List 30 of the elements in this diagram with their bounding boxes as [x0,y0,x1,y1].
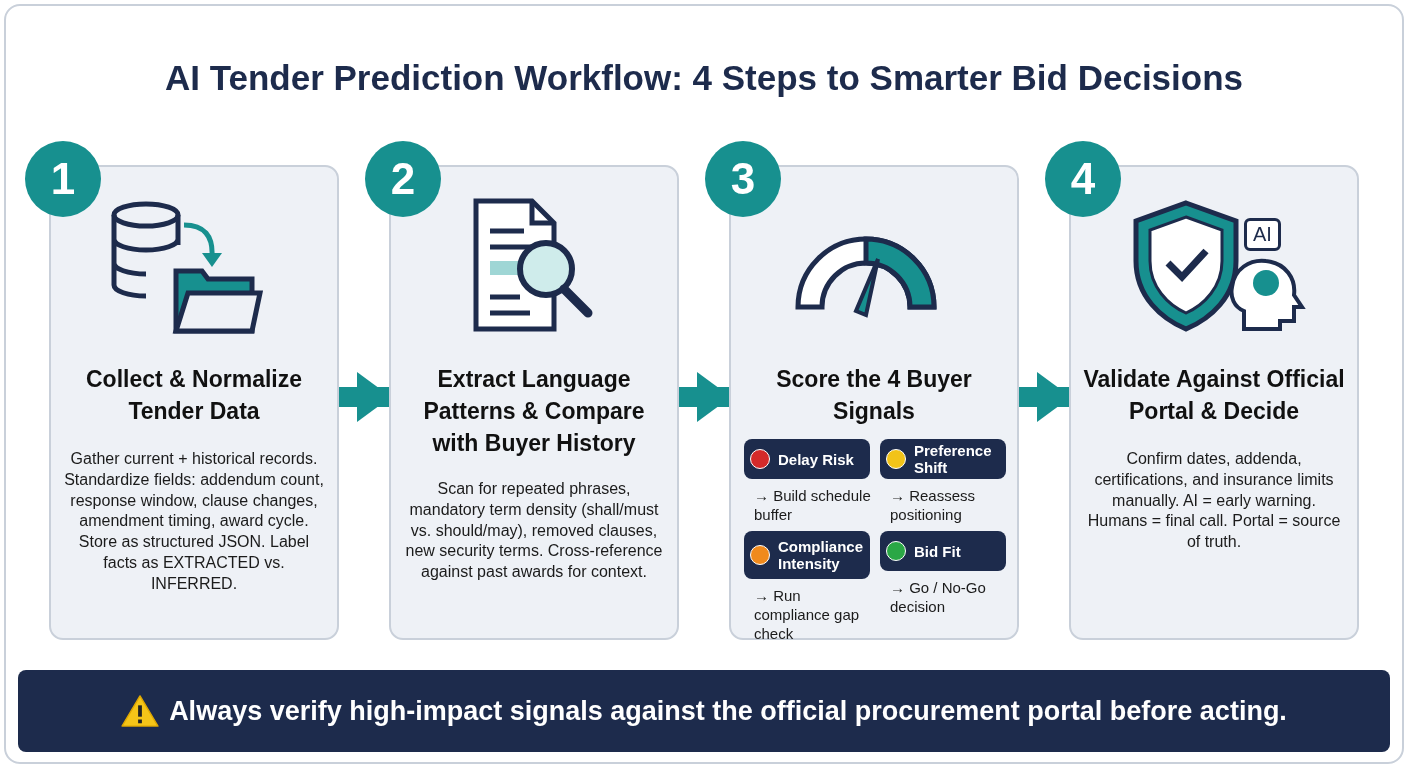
signal-badge [744,439,870,479]
step-description: Confirm dates, addenda, certifications, and insurance limits manually. AI = early warning. Humans = final call. Portal = source of truth. [1086,449,1342,553]
action-text: → Run compliance gap check [754,587,861,644]
step-heading: Score the 4 Buyer Signals [775,365,973,427]
signal-name: Bid Fit [914,542,961,560]
warning-text: Always verify high-impact signals against the official procurement portal before acting. [169,695,1287,727]
action-text: → Go / No-Go decision [890,579,987,617]
arrow [679,372,731,422]
signal-badge [744,531,870,579]
signal-badge [880,439,1006,479]
signal-name: Delay Risk [778,450,854,468]
title: AI Tender Prediction Workflow: 4 Steps to Smarter Bid Decisions [163,58,1245,98]
speech-bubble: AI [1244,218,1281,251]
step-description: Scan for repeated phrases, mandatory term density (shall/must vs. should/may), removed clauses, new security terms. Cross-reference against past awards for context. [404,479,664,583]
step-number-badge: 2 [365,141,441,217]
signal-badge [880,531,1006,571]
step-description: Gather current + historical records. Standardize fields: addendum count, response window, clause changes, amendment timing, award cycle. Store as structured JSON. Label facts as EXTRACTED vs. INFERRED. [63,449,325,594]
action-text: → Reassess positioning [890,487,977,525]
step-heading: Extract Language Patterns & Compare with Buyer History [422,365,646,459]
step-number-badge: 3 [705,141,781,217]
warning-banner [18,670,1390,752]
step-number-badge: 1 [25,141,101,217]
signal-name: Preference Shift [914,442,993,476]
arrow [1019,372,1071,422]
action-text: → Build schedule buffer [754,487,872,525]
step-number-badge: 4 [1045,141,1121,217]
signal-name: Compliance Intensity [778,538,864,572]
step-heading: Collect & Normalize Tender Data [85,365,303,427]
arrow [339,372,391,422]
step-heading: Validate Against Official Portal & Decide [1082,365,1346,427]
